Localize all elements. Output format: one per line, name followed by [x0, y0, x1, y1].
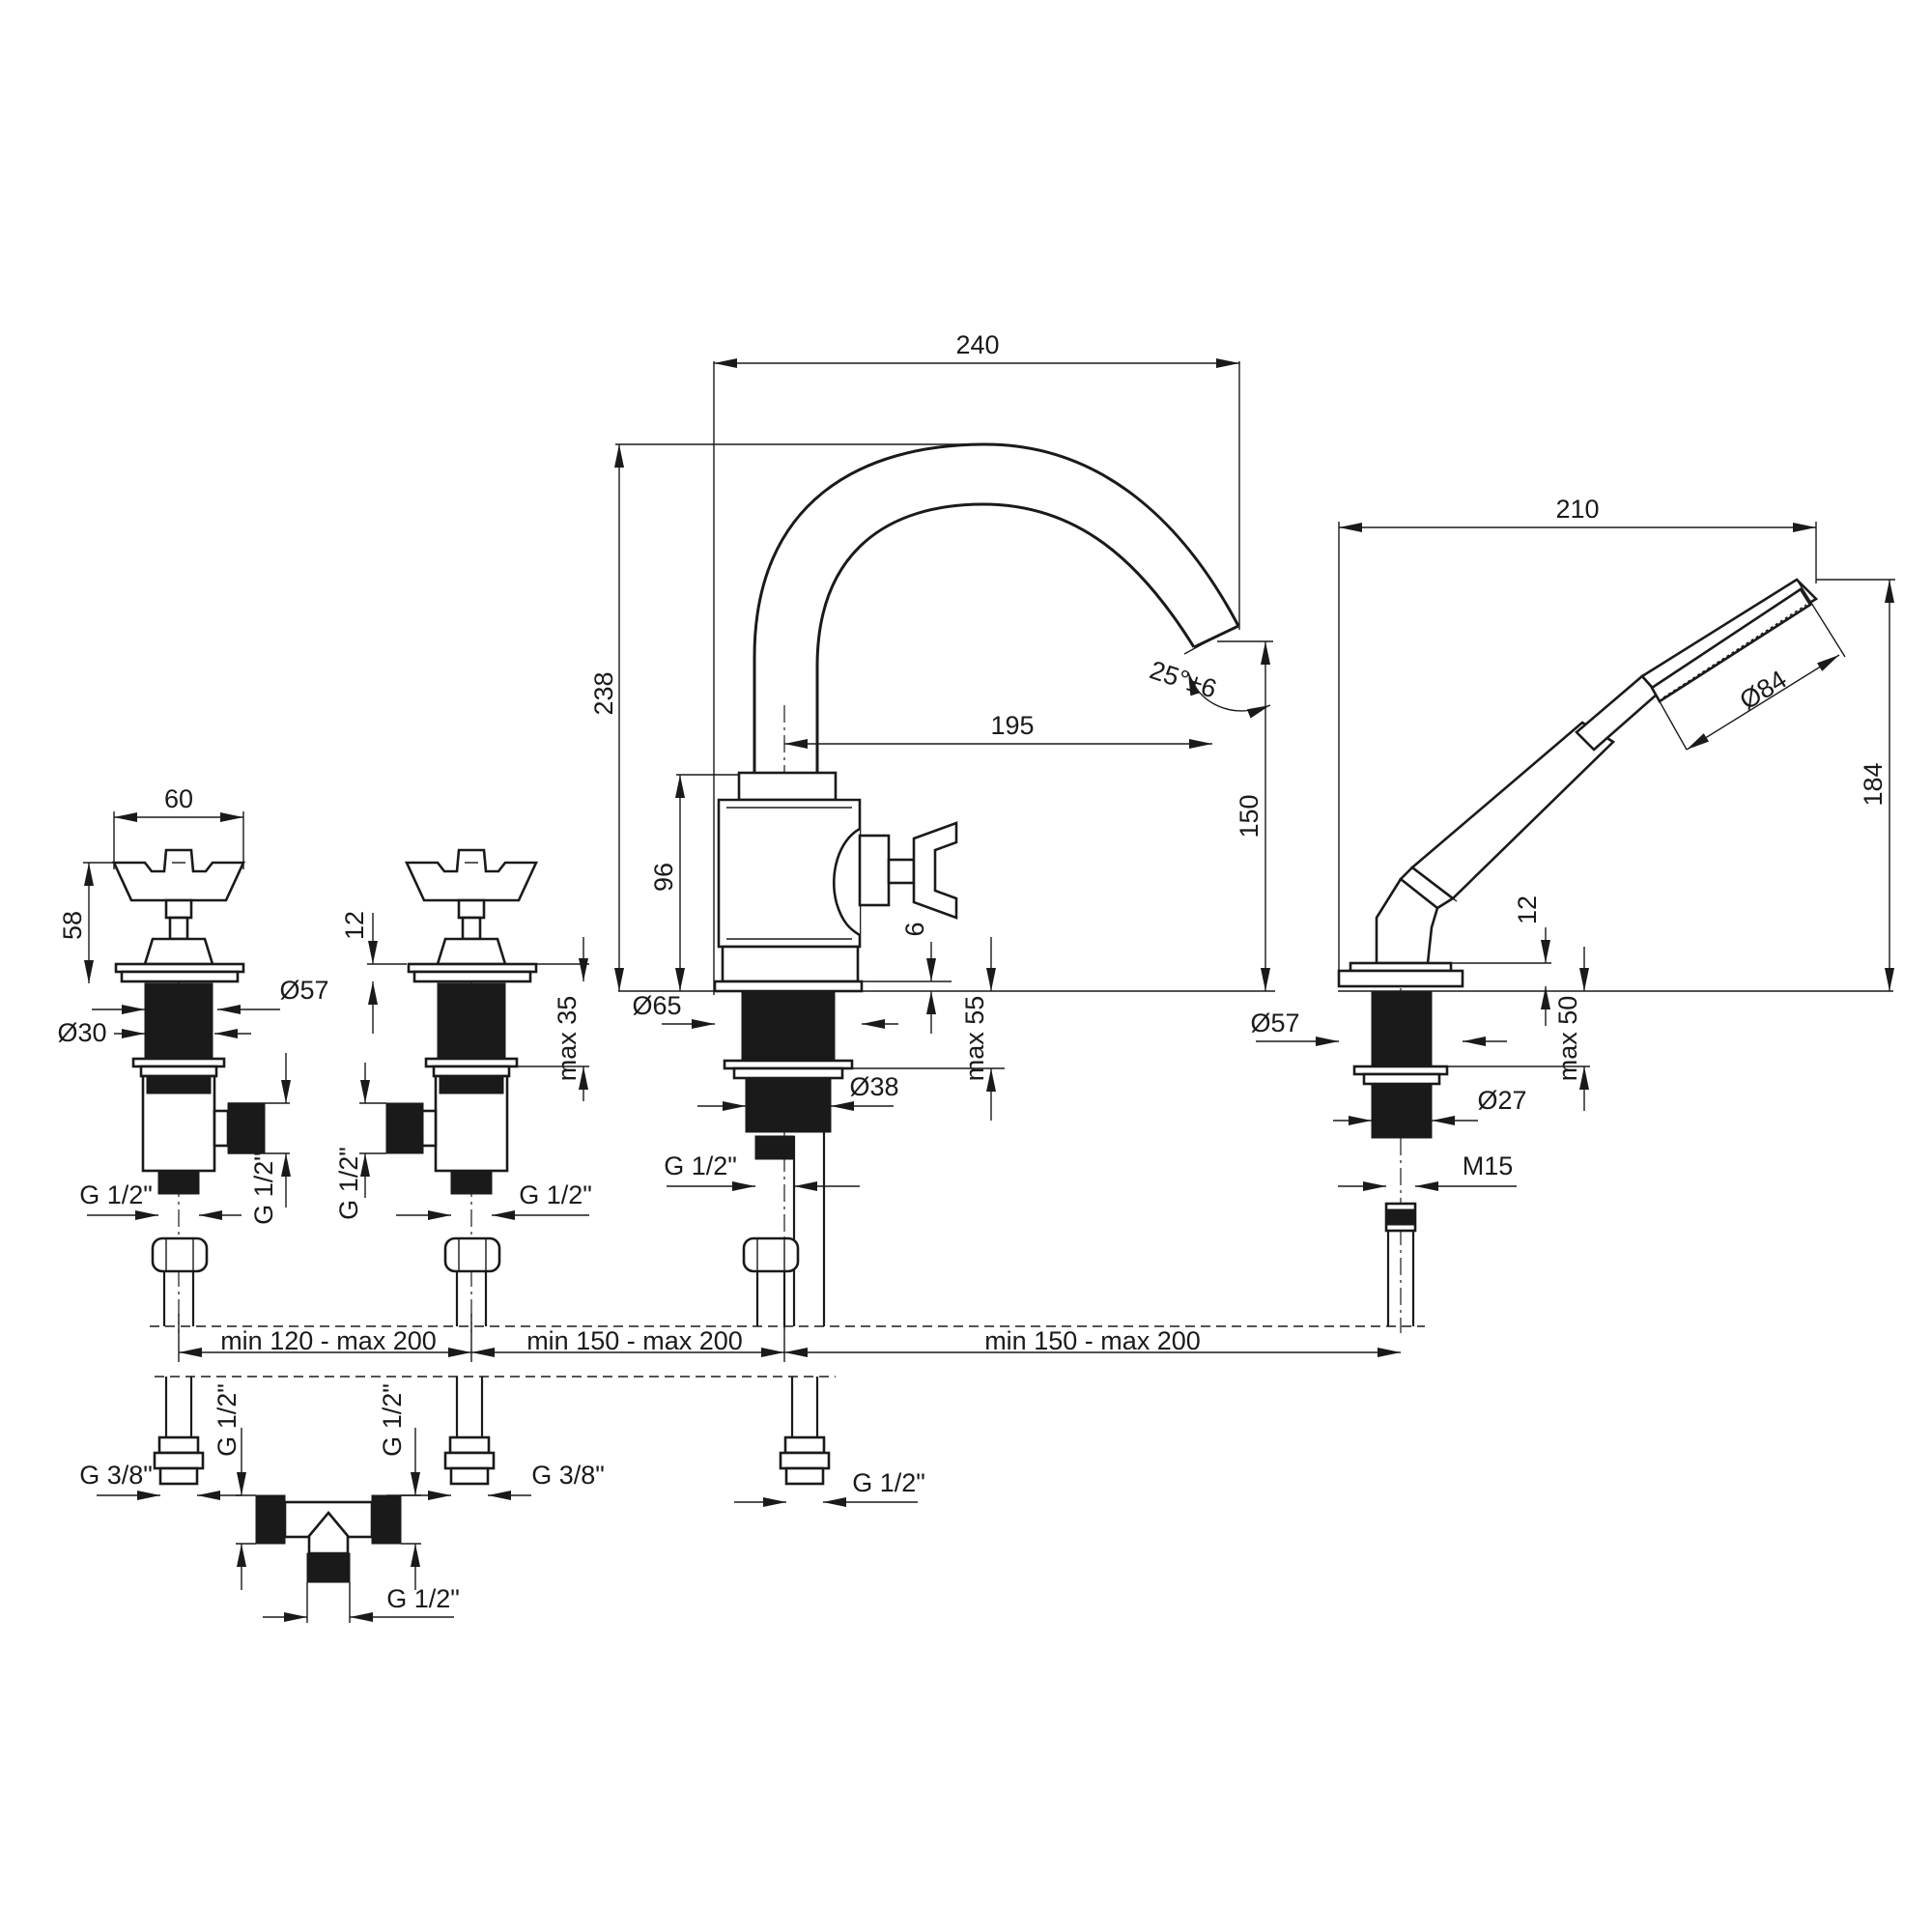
- dim-shower-flange-gap: 12: [1513, 895, 1542, 924]
- dim-shower-hose-thread: M15: [1463, 1151, 1514, 1180]
- dim-shower-height: 184: [1859, 762, 1888, 806]
- dim-spout-outlet-height: 150: [1235, 794, 1264, 838]
- dim-spout-body-height: 96: [649, 863, 678, 892]
- dim-hose-right-bottom: G 1/2": [852, 1468, 925, 1497]
- dim-valve-right-outlet: G 1/2": [519, 1180, 592, 1209]
- dimension-lines: [83, 358, 1895, 1623]
- dim-valve-left-side-outlet: G 1/2": [249, 1151, 278, 1225]
- dim-shower-shank-diameter: Ø27: [1477, 1086, 1526, 1115]
- spout: [713, 442, 1240, 1333]
- dim-valve-right-side-outlet: G 1/2": [334, 1147, 363, 1220]
- hose-connectors: [153, 1377, 831, 1486]
- dim-hose-left-top: G 1/2": [213, 1383, 242, 1457]
- dim-spout-flange-diameter: Ø65: [632, 991, 681, 1020]
- dim-valve-shank-diameter: Ø30: [57, 1018, 106, 1047]
- dim-tee-outlet: G 1/2": [386, 1584, 460, 1613]
- dim-shower-max-deck: max 50: [1553, 996, 1582, 1082]
- dim-shower-flange-diameter: Ø57: [1250, 1009, 1299, 1037]
- dim-shower-reach: 210: [1555, 495, 1599, 524]
- dim-spout-flange-thickness: 6: [900, 922, 929, 936]
- dim-spout-shank-diameter: Ø38: [849, 1072, 898, 1101]
- dim-spout-max-deck: max 55: [960, 996, 989, 1082]
- hand-shower: [1337, 578, 1819, 1333]
- dim-shower-head-diameter: Ø84: [1735, 665, 1792, 715]
- tee-fitting: [255, 1494, 402, 1583]
- dim-spacing-3: min 150 - max 200: [984, 1326, 1201, 1355]
- deck-reference-lines: [150, 990, 1893, 1378]
- middle-valve: [385, 848, 539, 1333]
- dim-valve-flange-diameter: Ø57: [279, 976, 328, 1005]
- dimension-labels: 240 238 195 25°±6 150 96 6 max 55 Ø65 Ø3…: [57, 330, 1888, 1613]
- dim-spacing-2: min 150 - max 200: [526, 1326, 743, 1355]
- dim-valve-handle-width: 60: [164, 784, 193, 813]
- dim-valve-right-max-deck: max 35: [553, 996, 582, 1082]
- dim-spout-connection: G 1/2": [664, 1151, 737, 1180]
- dim-hose-mid-top: G 1/2": [378, 1383, 407, 1457]
- dim-spout-reach: 195: [990, 711, 1034, 740]
- dim-valve-right-flange-gap: 12: [340, 911, 369, 940]
- dim-spout-height: 238: [589, 671, 618, 715]
- dim-spout-angle: 25°±6: [1147, 655, 1220, 703]
- dim-valve-height: 58: [58, 911, 87, 940]
- left-valve: [111, 848, 266, 1333]
- dim-spacing-1: min 120 - max 200: [220, 1326, 437, 1355]
- dim-hose-mid-bottom: G 3/8": [531, 1461, 605, 1490]
- dim-valve-left-outlet: G 1/2": [79, 1180, 153, 1209]
- dim-spout-reach-overall: 240: [955, 330, 999, 359]
- dim-hose-left-bottom: G 3/8": [79, 1461, 153, 1490]
